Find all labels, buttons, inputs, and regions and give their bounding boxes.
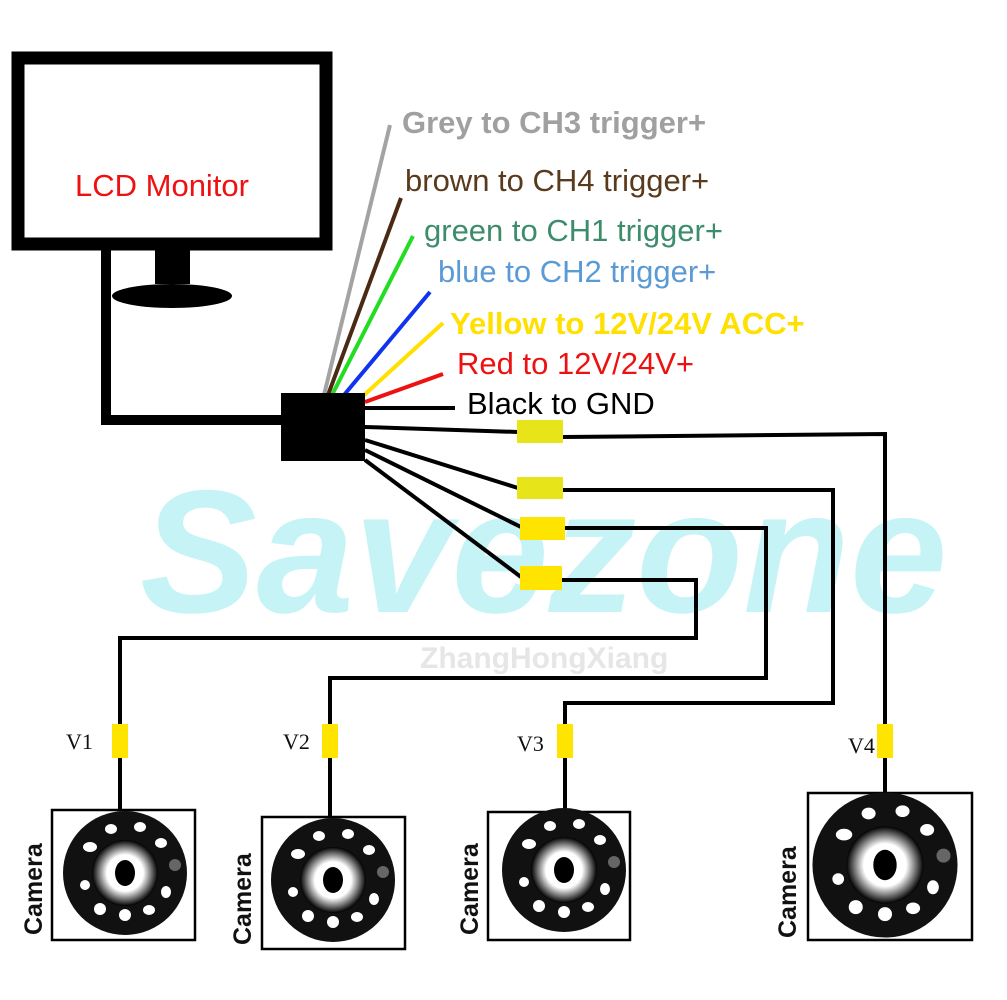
camera-4: Camera bbox=[774, 791, 974, 942]
camera-3: Camera bbox=[456, 808, 632, 942]
video-label-v2: V2 bbox=[283, 729, 310, 754]
camera-2-label: Camera bbox=[229, 852, 257, 945]
camera-4-label: Camera bbox=[774, 845, 802, 938]
wire-label-blue: blue to CH2 trigger+ bbox=[438, 254, 716, 289]
video-label-v3: V3 bbox=[517, 731, 544, 756]
watermark-sub: ZhangHongXiang bbox=[420, 642, 668, 675]
video-label-v1: V1 bbox=[66, 729, 93, 754]
wire-label-green: green to CH1 trigger+ bbox=[424, 213, 723, 248]
video-cables bbox=[118, 425, 887, 817]
camera-2: Camera bbox=[229, 815, 407, 951]
monitor-label: LCD Monitor bbox=[75, 168, 249, 203]
wire-label-yellow: Yellow to 12V/24V ACC+ bbox=[450, 306, 805, 341]
wire-label-grey: Grey to CH3 trigger+ bbox=[402, 105, 706, 140]
camera-1-label: Camera bbox=[20, 842, 48, 935]
lcd-monitor: LCD Monitor bbox=[11, 51, 333, 308]
power-trigger-wires bbox=[322, 124, 455, 410]
wire-label-brown: brown to CH4 trigger+ bbox=[405, 163, 709, 198]
video-label-v4: V4 bbox=[848, 733, 875, 758]
junction-box bbox=[281, 393, 365, 461]
rca-connectors bbox=[112, 420, 893, 758]
camera-3-label: Camera bbox=[456, 842, 484, 935]
wire-label-black: Black to GND bbox=[467, 386, 655, 421]
camera-1: Camera bbox=[20, 808, 197, 942]
monitor-cable bbox=[101, 250, 285, 425]
wire-labels: Grey to CH3 trigger+ brown to CH4 trigge… bbox=[402, 105, 805, 421]
wire-label-red: Red to 12V/24V+ bbox=[457, 346, 694, 381]
